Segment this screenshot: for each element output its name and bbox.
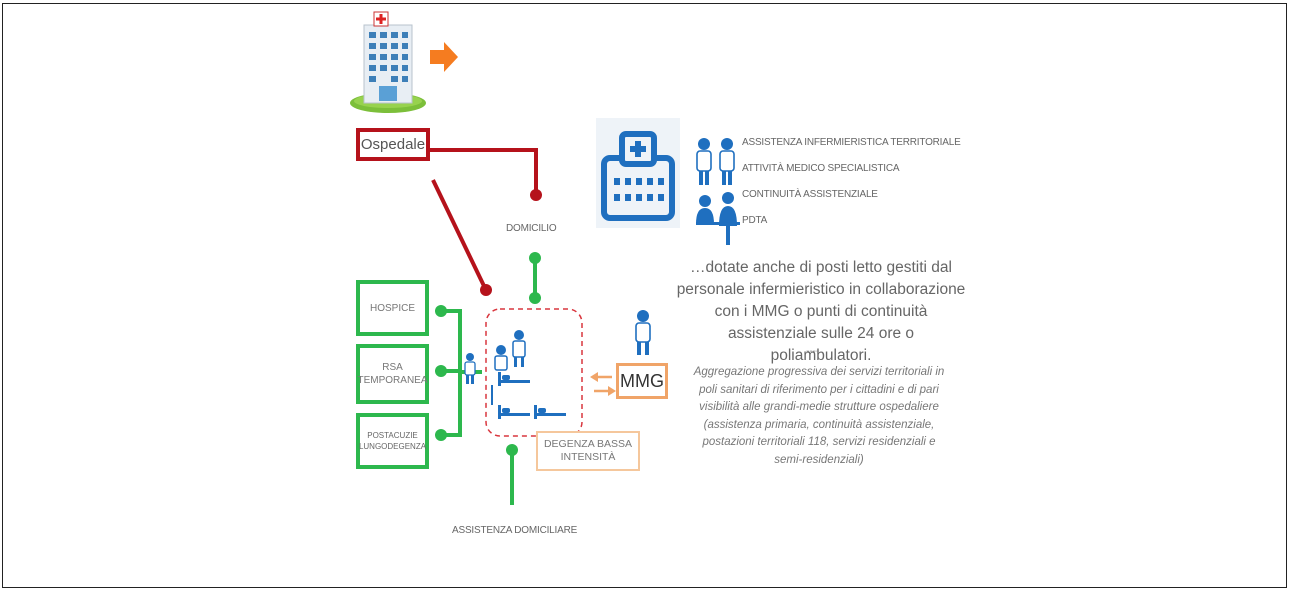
- description-line: personale infermieristico in collaborazi…: [676, 281, 966, 298]
- rsa-box: RSA TEMPORANEA: [356, 344, 429, 404]
- aggregation-line: visibilità alle grandi-medie strutture o…: [699, 401, 939, 413]
- degenza-label-line1: DEGENZA BASSA: [543, 438, 633, 450]
- assistenza-domiciliare-label: ASSISTENZA DOMICILIARE: [452, 525, 578, 536]
- arrow-right-icon: [430, 42, 458, 72]
- degenza-node-dot: [480, 284, 492, 296]
- hospital-links: [428, 148, 538, 287]
- clinic-icon: [596, 118, 680, 228]
- service-item: ATTIVITÀ MEDICO SPECIALISTICA: [742, 163, 900, 174]
- aggregation-line: (assistenza primaria, continuità assiste…: [703, 418, 935, 431]
- description-line: …dotate anche di posti letto gestiti dal: [690, 259, 952, 276]
- aggregation-line: semi-residenziali): [774, 453, 864, 466]
- green-links: [441, 258, 537, 505]
- postacuzie-label-line2: LUNGODEGENZA: [358, 442, 427, 451]
- description-separator: ----: [806, 346, 820, 357]
- aggregation-line: Aggregazione progressiva dei servizi ter…: [693, 366, 945, 378]
- description-line: assistenziale sulle 24 ore o poliambulat…: [727, 325, 915, 364]
- domicilio-label: DOMICILIO: [506, 223, 557, 234]
- beds-icon: [498, 372, 566, 419]
- hospice-label: HOSPICE: [369, 302, 415, 314]
- service-item: CONTINUITÀ ASSISTENZIALE: [742, 189, 878, 200]
- nurse-icon: [512, 330, 526, 367]
- aggregation-line: postazioni territoriali 118, servizi res…: [702, 436, 936, 448]
- aggregation-line: poli sanitari di riferimento per i citta…: [699, 383, 939, 396]
- postacuzie-box: POSTACUZIE LUNGODEGENZA: [356, 413, 429, 469]
- doctors-icon: [696, 138, 735, 185]
- degenza-region: [485, 308, 583, 437]
- aggregation-paragraph: Aggregazione progressiva dei servizi ter…: [676, 364, 962, 469]
- doctor-icon: [635, 310, 651, 355]
- degenza-label-line2: INTENSITÀ: [560, 451, 616, 463]
- patient-icon: [491, 345, 508, 405]
- rsa-label-line1: RSA: [382, 362, 403, 373]
- degenza-box: DEGENZA BASSA INTENSITÀ: [536, 431, 640, 471]
- mmg-arrows: [590, 372, 616, 396]
- description-line: con i MMG o punti di continuità: [714, 303, 928, 320]
- rsa-label-line2: TEMPORANEA: [357, 375, 428, 386]
- green-dots: [435, 252, 541, 456]
- hospice-box: HOSPICE: [356, 280, 429, 336]
- hospital-building-icon: [350, 11, 426, 113]
- service-item: PDTA: [742, 215, 768, 226]
- postacuzie-label-line1: POSTACUZIE: [367, 431, 418, 440]
- nurse-small-icon: [464, 353, 476, 384]
- mmg-label: MMG: [620, 370, 664, 391]
- domicilio-node-dot: [530, 189, 542, 201]
- ospedale-label: Ospedale: [360, 136, 426, 153]
- meeting-icon: [696, 192, 740, 245]
- description-paragraph: …dotate anche di posti letto gestiti dal…: [676, 257, 966, 367]
- ospedale-box: Ospedale: [356, 128, 430, 161]
- service-item: ASSISTENZA INFERMIERISTICA TERRITORIALE: [742, 137, 961, 148]
- slide-frame: [2, 3, 1287, 588]
- mmg-box: MMG: [616, 363, 668, 399]
